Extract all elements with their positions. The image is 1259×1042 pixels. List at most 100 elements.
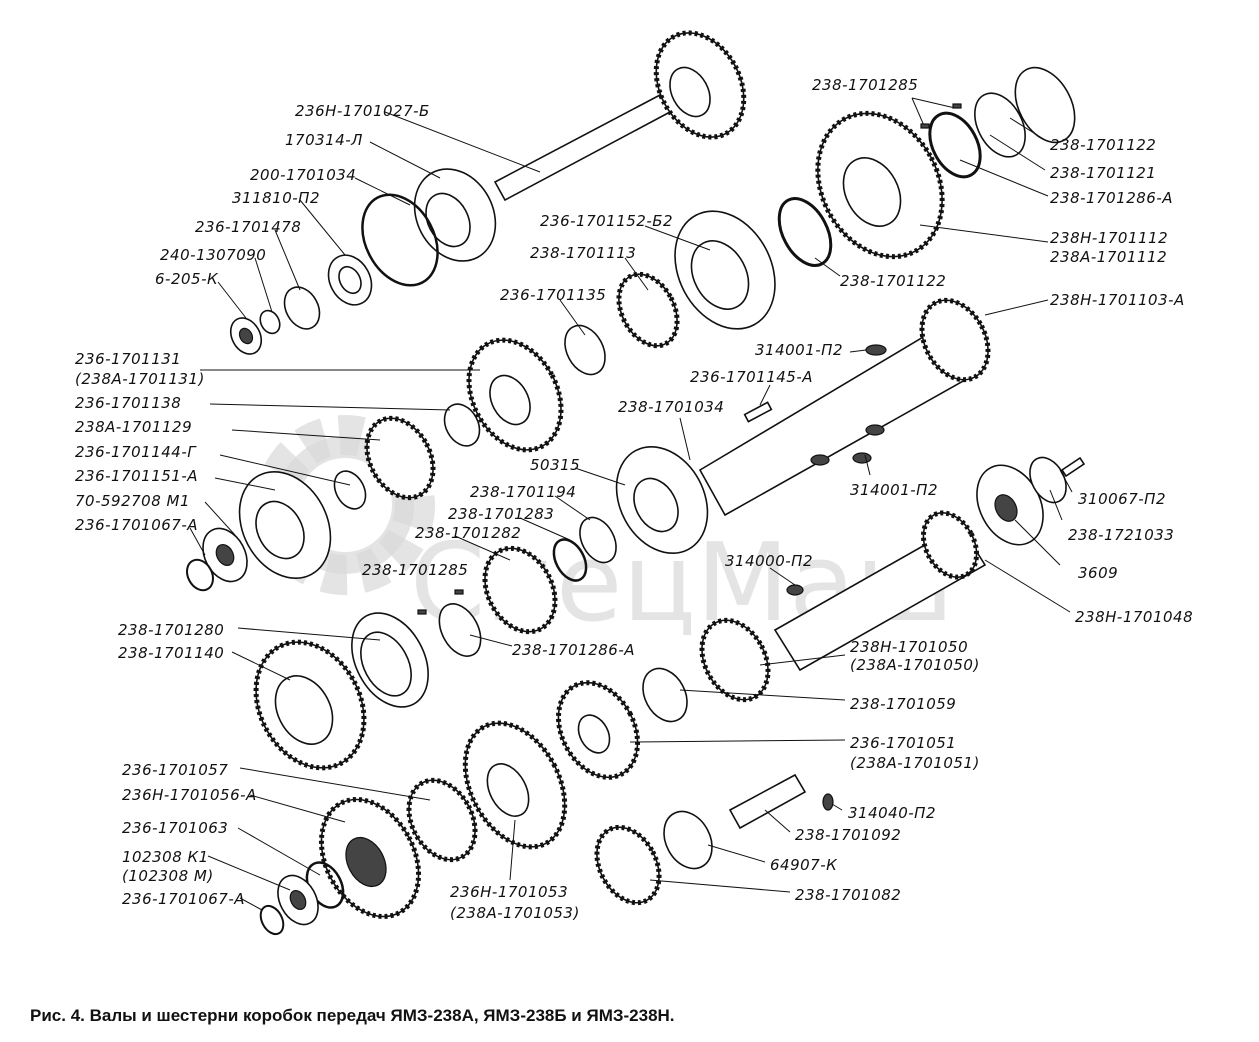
gear-1701056	[318, 796, 422, 920]
label-238a-1701131: (238А-1701131)	[75, 370, 205, 388]
nut-upper	[327, 254, 373, 306]
gear-1701129	[364, 415, 436, 501]
label-238n-1701112: 238Н-1701112	[1050, 229, 1168, 247]
key-314001-top	[865, 344, 887, 356]
coupling-1701113	[616, 271, 680, 349]
label-6-205-k: 6-205-К	[155, 270, 219, 288]
label-238-1701113: 238-1701113	[530, 244, 636, 262]
label-238a-1701050: (238А-1701050)	[850, 656, 980, 674]
label-240-1307090: 240-1307090	[160, 246, 266, 264]
snap-ring-1701283	[552, 538, 588, 582]
bushing-1701138	[443, 403, 481, 447]
bearing-small-upper	[229, 309, 281, 355]
label-238-1701283: 238-1701283	[448, 505, 554, 523]
label-236-1701152-b2: 236-1701152-Б2	[540, 212, 673, 230]
label-236-1701138: 236-1701138	[75, 394, 181, 412]
bearing-50315	[615, 445, 709, 555]
label-238-1721033: 238-1721033	[1068, 526, 1174, 544]
cover-1721033	[1029, 456, 1067, 504]
bearing-102308	[277, 874, 319, 926]
label-236-1701067-a-mid: 236-1701067-А	[75, 516, 198, 534]
label-102308-k1: 102308 К1	[122, 848, 209, 866]
label-236-1701067-a-bottom: 236-1701067-А	[122, 890, 245, 908]
label-238a-1701112: 238А-1701112	[1050, 248, 1167, 266]
right-rings	[928, 66, 1076, 179]
bushing-1701059	[642, 667, 688, 723]
clutch-1701151	[238, 470, 332, 580]
ring-1701280	[351, 612, 429, 708]
label-238-1701286-a-top: 238-1701286-А	[1050, 189, 1173, 207]
snap-ring-upper	[361, 193, 439, 287]
label-3609: 3609	[1078, 564, 1118, 582]
synchronizer-1701152	[674, 210, 776, 330]
label-310067-p2: 310067-П2	[1078, 490, 1166, 508]
gear-1701140	[253, 639, 367, 771]
bearing-3609	[976, 464, 1044, 546]
label-236-1701063: 236-1701063	[122, 819, 228, 837]
label-238n-1701050: 238Н-1701050	[850, 638, 968, 656]
label-238-1701285-top: 238-1701285	[812, 76, 918, 94]
pins-1701285-mid	[417, 589, 464, 615]
pins-1701285-top	[911, 97, 962, 129]
label-200-1701034: 200-1701034	[250, 166, 356, 184]
label-236-1701051: 236-1701051	[850, 734, 956, 752]
ring-1701144	[333, 470, 367, 510]
label-238-1701034: 238-1701034	[618, 398, 724, 416]
label-238-1701122-top: 238-1701122	[1050, 136, 1156, 154]
label-236-1701057: 236-1701057	[122, 761, 228, 779]
label-236n-1701056-a: 236Н-1701056-А	[122, 786, 257, 804]
main-shaft	[698, 297, 991, 517]
label-238-1701282: 238-1701282	[415, 524, 521, 542]
bolt-310067	[1060, 456, 1086, 478]
label-102308-m: (102308 М)	[122, 867, 214, 885]
label-170314-l: 170314-Л	[285, 131, 363, 149]
label-238-1701092: 238-1701092	[795, 826, 901, 844]
label-236-1701144-g: 236-1701144-Г	[75, 443, 197, 461]
label-314001-p2-mid: 314001-П2	[850, 481, 938, 499]
snap-ring-1701067	[186, 558, 214, 592]
bushing-1701135	[564, 324, 606, 376]
label-311810-p2: 311810-П2	[232, 189, 320, 207]
label-238a-1701129: 238А-1701129	[75, 418, 192, 436]
snap-ring-lower	[259, 904, 285, 936]
key-314000	[786, 584, 804, 596]
leader-lines	[189, 111, 1073, 911]
label-238a-1701053: (238А-1701053)	[450, 904, 580, 922]
reverse-axle-1701092	[728, 773, 807, 830]
label-238-1701082: 238-1701082	[795, 886, 901, 904]
sleeve-upper	[283, 286, 321, 330]
label-238-1701140: 238-1701140	[118, 644, 224, 662]
label-50315: 50315	[530, 456, 580, 474]
label-238-1701286-a-mid: 238-1701286-А	[512, 641, 635, 659]
label-236-1701131: 236-1701131	[75, 350, 181, 368]
gear-1701282	[482, 545, 558, 635]
gear-1701112	[815, 110, 945, 260]
label-236-1701151-a: 236-1701151-А	[75, 467, 198, 485]
gear-1701050	[699, 617, 771, 703]
input-shaft-bearing	[413, 168, 497, 262]
label-314000-p2: 314000-П2	[725, 552, 813, 570]
label-238a-1701051: (238А-1701051)	[850, 754, 980, 772]
label-238-1701059: 238-1701059	[850, 695, 956, 713]
label-238-1701280: 238-1701280	[118, 621, 224, 639]
bearing-64907	[663, 810, 713, 870]
label-70-592708-m1: 70-592708 М1	[75, 492, 190, 510]
washer-1701194	[579, 516, 617, 564]
label-64907-k: 64907-К	[770, 856, 838, 874]
label-236n-1701027-b: 236Н-1701027-Б	[295, 102, 430, 120]
intermediate-shaft	[773, 510, 987, 672]
key-314040	[822, 793, 834, 811]
ring-1701122	[777, 197, 833, 267]
gear-1701082	[594, 824, 662, 906]
label-314040-p2: 314040-П2	[848, 804, 936, 822]
part-labels: 236Н-1701027-Б 170314-Л 200-1701034 3118…	[75, 76, 1193, 922]
label-238-1701121: 238-1701121	[1050, 164, 1156, 182]
label-236-1701478: 236-1701478	[195, 218, 301, 236]
key-314001-pair	[810, 424, 885, 466]
label-238-1701285-mid: 238-1701285	[362, 561, 468, 579]
gear-1701051	[555, 680, 641, 780]
label-236-1701135: 236-1701135	[500, 286, 606, 304]
key-1701145	[743, 401, 773, 423]
